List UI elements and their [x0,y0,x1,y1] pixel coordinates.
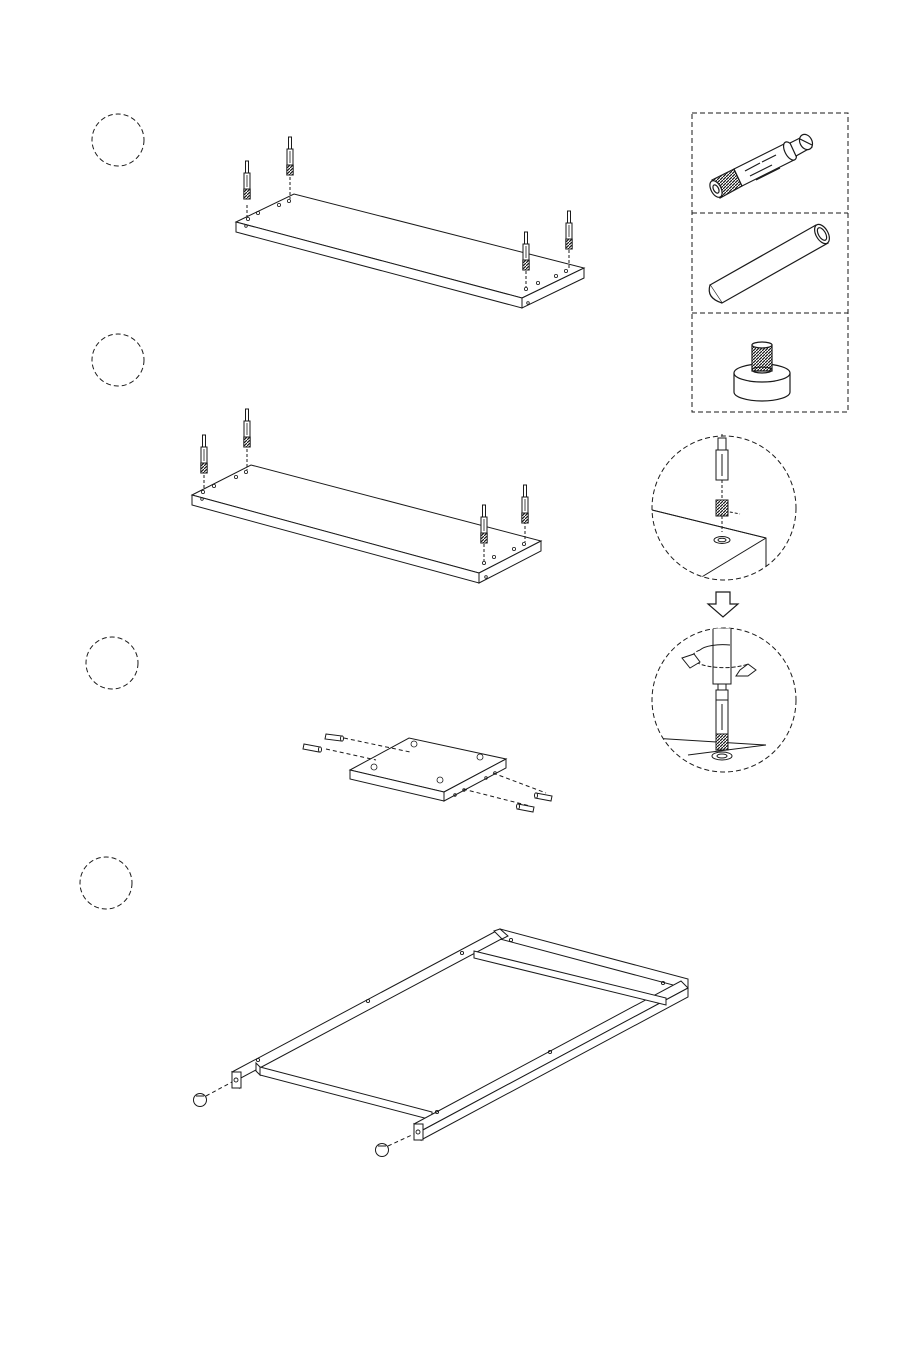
detail-screw-in-cam-bolt [652,628,796,772]
step-marker-3 [86,637,138,689]
step-4-frame [206,929,688,1146]
down-arrow-icon [708,592,738,617]
step-marker-1 [92,114,144,166]
step-2-panel [192,444,541,583]
wooden-dowel-icon [709,222,832,303]
step-4-glides [194,1094,389,1157]
detail-insert-cam-bolt [652,434,796,580]
step-3-panel [326,738,546,806]
leveling-foot-icon [734,342,790,401]
step-1-panel [236,172,584,308]
cam-bolt-icon [707,132,815,199]
step-marker-4 [80,857,132,909]
step-marker-2 [92,334,144,386]
